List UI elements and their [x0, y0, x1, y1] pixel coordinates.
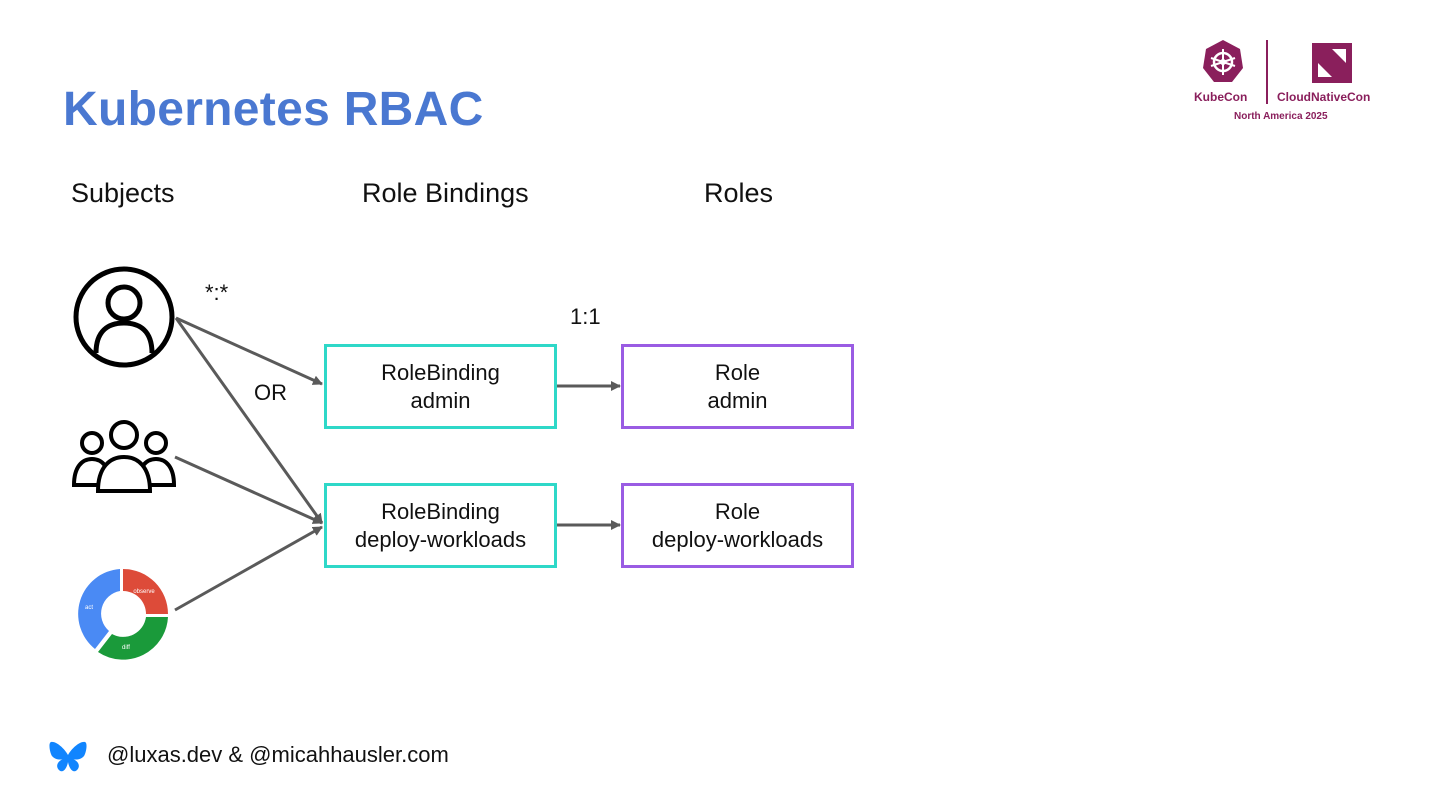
- rolebinding-admin-line1: RoleBinding: [381, 359, 500, 385]
- logo-event-text: North America 2025: [1234, 111, 1328, 122]
- loop-label-diff: diff: [122, 645, 130, 651]
- logo-cloudnativecon-text: CloudNativeCon: [1277, 90, 1371, 104]
- arrow-user-to-admin-binding: [175, 316, 323, 386]
- column-header-role-bindings: Role Bindings: [362, 178, 529, 208]
- logo-kubecon-text: KubeCon: [1194, 90, 1248, 104]
- cncf-icon: [1312, 43, 1352, 83]
- column-header-roles: Roles: [704, 178, 774, 208]
- kubecon-logo: KubeCon CloudNativeCon North America 202…: [1190, 38, 1400, 128]
- role-admin-box: Role admin: [621, 344, 854, 429]
- rolebinding-deploy-line1: RoleBinding: [381, 498, 500, 524]
- rolebinding-admin-line2: admin: [410, 387, 471, 413]
- role-admin-line1: Role: [714, 359, 761, 385]
- loop-label-observe: observe: [133, 589, 155, 595]
- user-icon: [73, 266, 175, 368]
- role-admin-line2: admin: [707, 387, 768, 413]
- role-deploy-line1: Role: [714, 498, 761, 524]
- footer-handles: @luxas.dev & @micahhausler.com: [107, 742, 449, 767]
- loop-label-act: act: [85, 605, 93, 611]
- rolebinding-deploy-box: RoleBinding deploy-workloads: [324, 483, 557, 568]
- arrow-controller-to-deploy-binding: [174, 525, 323, 612]
- or-label: OR: [254, 380, 287, 405]
- logo-divider: [1266, 40, 1268, 104]
- column-header-subjects: Subjects: [71, 178, 175, 208]
- slide-title: Kubernetes RBAC: [63, 83, 484, 136]
- arrow-user-to-deploy-binding: [174, 317, 324, 524]
- one-to-one-label: 1:1: [570, 304, 601, 329]
- bluesky-butterfly-icon: [49, 741, 87, 772]
- wildcard-label: *:*: [205, 280, 229, 305]
- kubernetes-helm-icon: [1203, 40, 1243, 82]
- rolebinding-deploy-line2: deploy-workloads: [354, 526, 527, 552]
- rolebinding-admin-box: RoleBinding admin: [324, 344, 557, 429]
- controller-loop-icon: observe diff act: [78, 569, 168, 660]
- arrow-group-to-deploy-binding: [174, 455, 323, 525]
- role-deploy-box: Role deploy-workloads: [621, 483, 854, 568]
- role-deploy-line2: deploy-workloads: [651, 526, 824, 552]
- group-icon: [72, 420, 176, 493]
